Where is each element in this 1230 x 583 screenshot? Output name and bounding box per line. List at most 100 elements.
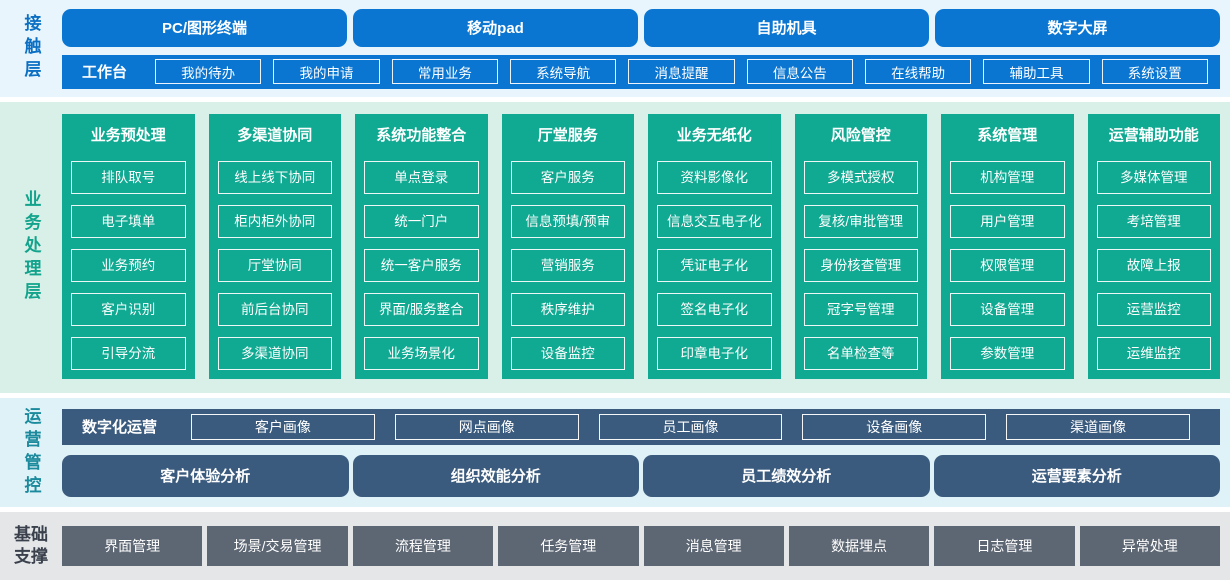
foundation-data-tracking: 数据埋点 xyxy=(788,526,930,566)
analysis-employee-performance: 员工绩效分析 xyxy=(643,454,930,497)
module-box: 故障上报 xyxy=(1096,249,1211,282)
foundation-layer-label-text: 基础支撑 xyxy=(14,525,48,566)
contact-layer: 接触层 PC/图形终端 移动pad 自助机具 数字大屏 工作台 我的待办 我的申… xyxy=(0,0,1230,97)
module-box: 业务场景化 xyxy=(364,337,479,370)
foundation-message-management: 消息管理 xyxy=(643,526,784,566)
module-box: 多媒体管理 xyxy=(1096,161,1211,194)
device-self-service: 自助机具 xyxy=(644,8,929,47)
workbench-item-system-navigation: 系统导航 xyxy=(510,59,617,84)
foundation-log-management: 日志管理 xyxy=(934,526,1075,566)
column-title: 风险管控 xyxy=(830,127,891,144)
column-paperless-business: 业务无纸化 资料影像化 信息交互电子化 凭证电子化 签名电子化 印章电子化 xyxy=(648,114,781,379)
module-box: 复核/审批管理 xyxy=(803,205,918,238)
module-box: 引导分流 xyxy=(71,337,186,370)
column-operation-auxiliary-functions: 运营辅助功能 多媒体管理 考培管理 故障上报 运营监控 运维监控 xyxy=(1087,114,1220,379)
workbench-item-announcements: 信息公告 xyxy=(746,59,853,84)
module-box: 营销服务 xyxy=(510,249,625,282)
module-box: 统一客户服务 xyxy=(364,249,479,282)
business-layer-label: 业务处理层 xyxy=(21,190,41,305)
module-box: 身份核查管理 xyxy=(803,249,918,282)
module-box: 前后台协同 xyxy=(217,293,332,326)
column-hall-services: 厅堂服务 客户服务 信息预填/预审 营销服务 秩序维护 设备监控 xyxy=(501,114,634,379)
workbench-item-system-settings: 系统设置 xyxy=(1101,59,1208,84)
profile-branch: 网点画像 xyxy=(394,413,579,440)
module-box: 机构管理 xyxy=(950,161,1065,194)
foundation-scene-transaction-management: 场景/交易管理 xyxy=(207,526,348,566)
module-box: 排队取号 xyxy=(71,161,186,194)
workbench-item-common-business: 常用业务 xyxy=(391,59,498,84)
foundation-task-management: 任务管理 xyxy=(498,526,639,566)
module-box: 单点登录 xyxy=(364,161,479,194)
module-box: 冠字号管理 xyxy=(803,293,918,326)
business-processing-layer: 业务处理层 业务预处理 排队取号 电子填单 业务预约 客户识别 引导分流 多渠道… xyxy=(0,102,1230,393)
device-pc-terminal: PC/图形终端 xyxy=(62,8,347,47)
column-system-management: 系统管理 机构管理 用户管理 权限管理 设备管理 参数管理 xyxy=(941,114,1074,379)
column-title: 系统功能整合 xyxy=(376,127,467,144)
module-box: 参数管理 xyxy=(950,337,1065,370)
device-row: PC/图形终端 移动pad 自助机具 数字大屏 xyxy=(62,8,1220,47)
column-system-function-integration: 系统功能整合 单点登录 统一门户 统一客户服务 界面/服务整合 业务场景化 xyxy=(355,114,488,379)
module-box: 电子填单 xyxy=(71,205,186,238)
module-box: 用户管理 xyxy=(950,205,1065,238)
profile-channel: 渠道画像 xyxy=(1006,413,1190,440)
device-mobile-pad: 移动pad xyxy=(353,8,638,47)
foundation-exception-handling: 异常处理 xyxy=(1079,526,1220,566)
profile-customer: 客户画像 xyxy=(191,413,375,440)
module-box: 信息预填/预审 xyxy=(510,205,625,238)
module-box: 运营监控 xyxy=(1096,293,1211,326)
module-box: 统一门户 xyxy=(364,205,479,238)
workbench-label: 工作台 xyxy=(82,64,128,81)
workbench-item-message-alerts: 消息提醒 xyxy=(628,59,735,84)
workbench-item-online-help: 在线帮助 xyxy=(864,59,972,84)
business-layer-content: 业务预处理 排队取号 电子填单 业务预约 客户识别 引导分流 多渠道协同 线上线… xyxy=(62,102,1230,393)
module-box: 资料影像化 xyxy=(657,161,772,194)
operation-layer-content: 数字化运营 客户画像 网点画像 员工画像 设备画像 渠道画像 客户体验分析 组织… xyxy=(62,398,1230,507)
module-box: 设备监控 xyxy=(510,337,625,370)
module-box: 印章电子化 xyxy=(657,337,772,370)
device-digital-screen: 数字大屏 xyxy=(935,8,1220,47)
analysis-organizational-efficiency: 组织效能分析 xyxy=(352,454,639,497)
workbench-item-auxiliary-tools: 辅助工具 xyxy=(983,59,1090,84)
column-multichannel-collaboration: 多渠道协同 线上线下协同 柜内柜外协同 厅堂协同 前后台协同 多渠道协同 xyxy=(208,114,341,379)
column-title: 系统管理 xyxy=(977,127,1038,144)
module-box: 客户识别 xyxy=(71,293,186,326)
operation-layer-label: 运营管控 xyxy=(21,406,41,499)
module-box: 考培管理 xyxy=(1096,205,1211,238)
column-title: 业务预处理 xyxy=(90,127,166,144)
workbench-item-my-applications: 我的申请 xyxy=(273,59,380,84)
column-business-preprocessing: 业务预处理 排队取号 电子填单 业务预约 客户识别 引导分流 xyxy=(62,114,195,379)
column-risk-control: 风险管控 多模式授权 复核/审批管理 身份核查管理 冠字号管理 名单检查等 xyxy=(794,114,927,379)
analysis-customer-experience: 客户体验分析 xyxy=(62,454,349,497)
analysis-operation-elements: 运营要素分析 xyxy=(933,454,1220,497)
module-box: 柜内柜外协同 xyxy=(217,205,332,238)
workbench-bar: 工作台 我的待办 我的申请 常用业务 系统导航 消息提醒 信息公告 在线帮助 辅… xyxy=(62,54,1220,89)
column-title: 厅堂服务 xyxy=(537,127,598,144)
foundation-layer-content: 界面管理 场景/交易管理 流程管理 任务管理 消息管理 数据埋点 日志管理 异常… xyxy=(62,512,1230,580)
digital-operation-label: 数字化运营 xyxy=(82,419,158,436)
foundation-support-layer: 基础支撑 界面管理 场景/交易管理 流程管理 任务管理 消息管理 数据埋点 日志… xyxy=(0,512,1230,580)
foundation-layer-label: 基础支撑 xyxy=(0,512,62,580)
contact-layer-content: PC/图形终端 移动pad 自助机具 数字大屏 工作台 我的待办 我的申请 常用… xyxy=(62,0,1230,97)
module-box: 秩序维护 xyxy=(510,293,625,326)
module-box: 凭证电子化 xyxy=(657,249,772,282)
module-box: 签名电子化 xyxy=(657,293,772,326)
column-title: 业务无纸化 xyxy=(676,127,752,144)
operation-control-layer: 运营管控 数字化运营 客户画像 网点画像 员工画像 设备画像 渠道画像 客户体验… xyxy=(0,398,1230,507)
column-title: 多渠道协同 xyxy=(237,127,313,144)
module-box: 厅堂协同 xyxy=(217,249,332,282)
foundation-process-management: 流程管理 xyxy=(352,526,494,566)
module-box: 多模式授权 xyxy=(803,161,918,194)
digital-operation-bar: 数字化运营 客户画像 网点画像 员工画像 设备画像 渠道画像 xyxy=(62,408,1220,445)
contact-layer-label: 接触层 xyxy=(21,14,41,83)
module-box: 线上线下协同 xyxy=(217,161,332,194)
workbench-item-my-todo: 我的待办 xyxy=(155,59,262,84)
module-box: 客户服务 xyxy=(510,161,625,194)
module-box: 界面/服务整合 xyxy=(364,293,479,326)
module-box: 业务预约 xyxy=(71,249,186,282)
column-title: 运营辅助功能 xyxy=(1108,127,1199,144)
analysis-row: 客户体验分析 组织效能分析 员工绩效分析 运营要素分析 xyxy=(62,454,1220,497)
module-box: 信息交互电子化 xyxy=(657,205,772,238)
module-box: 运维监控 xyxy=(1096,337,1211,370)
module-box: 权限管理 xyxy=(950,249,1065,282)
foundation-interface-management: 界面管理 xyxy=(62,526,203,566)
